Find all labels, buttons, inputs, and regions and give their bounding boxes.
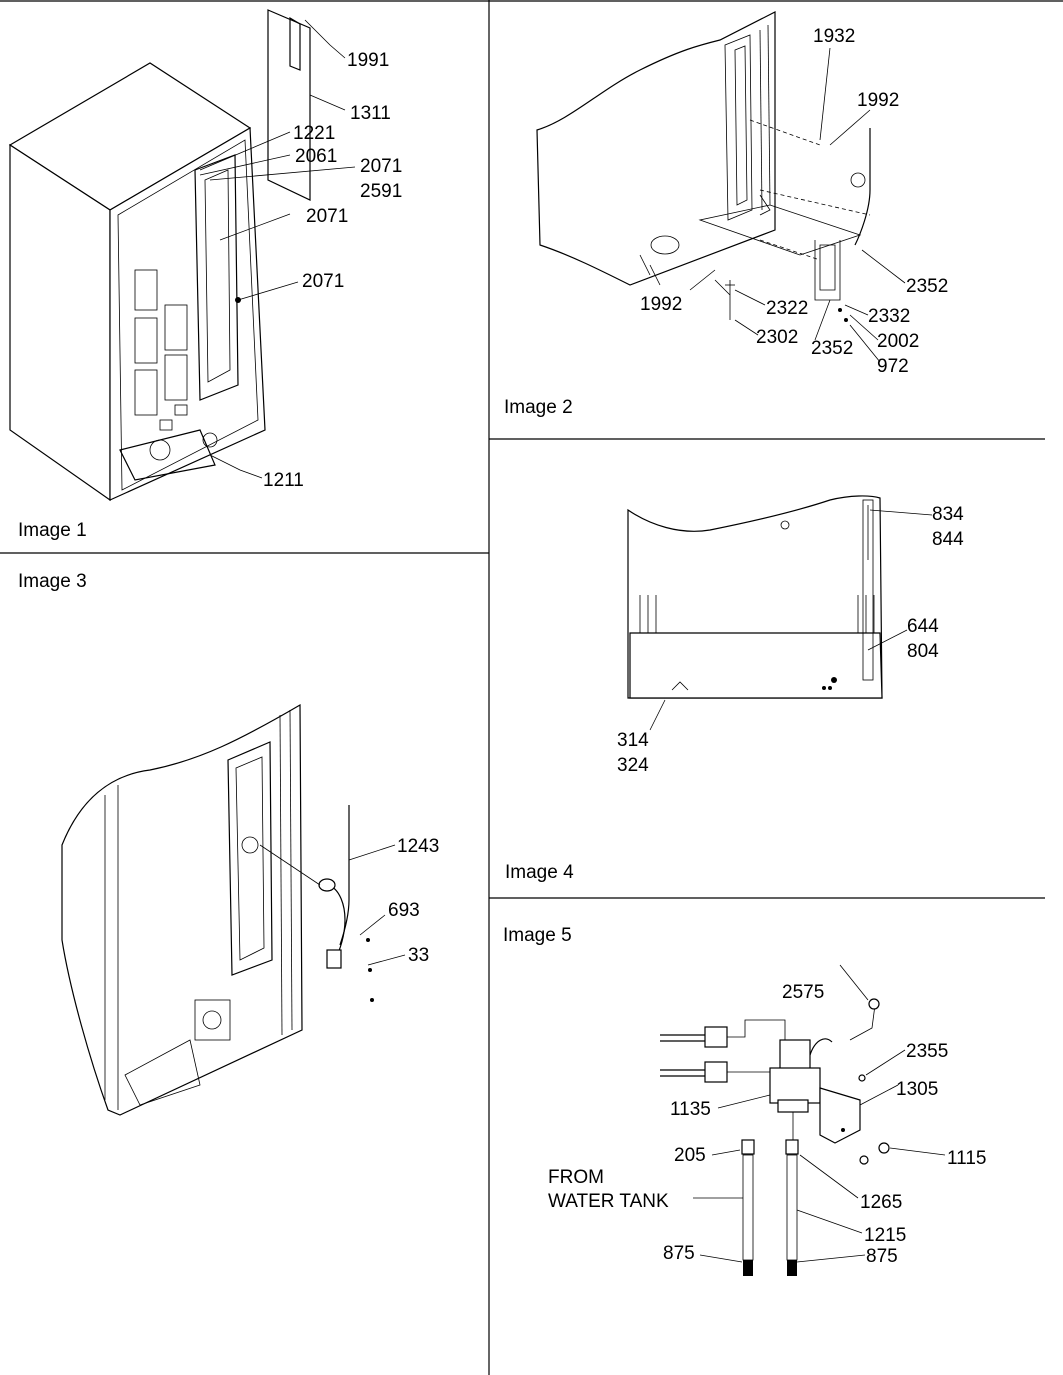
callout-1243: 1243 [397, 836, 439, 857]
callout-33: 33 [408, 945, 429, 966]
image2-panel: 1932 1992 2352 1992 2322 2332 2302 2002 … [504, 11, 948, 418]
callout-2002: 2002 [877, 331, 919, 352]
image4-caption: Image 4 [505, 862, 574, 883]
callout-2071-c: 2071 [302, 271, 344, 292]
callout-1265: 1265 [860, 1192, 902, 1213]
image4-base-drawing [627, 495, 933, 731]
callout-1211: 1211 [263, 470, 304, 491]
callout-2071-a: 2071 [360, 156, 402, 177]
callout-1221: 1221 [293, 123, 335, 144]
callout-1135: 1135 [670, 1099, 711, 1120]
callout-804: 804 [907, 641, 939, 662]
image1-callouts: 1991 1311 1221 2061 2071 2591 2071 2071 … [263, 50, 402, 491]
callout-2322: 2322 [766, 298, 808, 319]
image1-refrigerator-back-drawing [8, 9, 356, 502]
callout-1311: 1311 [350, 103, 391, 124]
callout-2575: 2575 [782, 982, 824, 1003]
callout-205: 205 [674, 1145, 706, 1166]
callout-1992-b: 1992 [640, 294, 682, 315]
image2-lower-back-drawing [536, 11, 906, 363]
callout-1991: 1991 [347, 50, 389, 71]
callout-1932: 1932 [813, 26, 855, 47]
callout-2332: 2332 [868, 306, 910, 327]
image3-caption: Image 3 [18, 571, 87, 592]
image3-callouts: 1243 693 33 [388, 836, 439, 966]
image5-caption: Image 5 [503, 925, 572, 946]
image5-water-valve-drawing [660, 964, 946, 1276]
image5-panel: 2575 2355 1305 1135 1115 205 1265 1215 8… [503, 925, 986, 1276]
callout-844: 844 [932, 529, 964, 550]
image1-caption: Image 1 [18, 520, 87, 541]
callout-2352-a: 2352 [906, 276, 948, 297]
callout-1215: 1215 [864, 1225, 906, 1246]
callout-1992-a: 1992 [857, 90, 899, 111]
from-water-tank-note-line1: FROM [548, 1167, 604, 1188]
callout-1115: 1115 [947, 1148, 986, 1169]
callout-2355: 2355 [906, 1041, 948, 1062]
callout-324: 324 [617, 755, 649, 776]
image1-panel: 1991 1311 1221 2061 2071 2591 2071 2071 … [8, 9, 402, 541]
callout-875-a: 875 [663, 1243, 695, 1264]
callout-1305: 1305 [896, 1079, 938, 1100]
callout-693: 693 [388, 900, 420, 921]
callout-2302: 2302 [756, 327, 798, 348]
callout-2352-b: 2352 [811, 338, 853, 359]
image5-callouts: 2575 2355 1305 1135 1115 205 1265 1215 8… [548, 982, 986, 1267]
callout-2071-b: 2071 [306, 206, 348, 227]
image3-side-back-drawing [61, 703, 406, 1116]
callout-834: 834 [932, 504, 964, 525]
image2-callouts: 1932 1992 2352 1992 2322 2332 2302 2002 … [640, 26, 948, 377]
callout-2061: 2061 [295, 146, 337, 167]
callout-644: 644 [907, 616, 939, 637]
image2-caption: Image 2 [504, 397, 573, 418]
from-water-tank-note-line2: WATER TANK [548, 1191, 669, 1212]
callout-314: 314 [617, 730, 649, 751]
callout-2591: 2591 [360, 181, 402, 202]
image4-callouts: 834 844 644 804 314 324 [617, 504, 964, 776]
image4-panel: 834 844 644 804 314 324 Image 4 [505, 495, 964, 883]
callout-875-b: 875 [866, 1246, 898, 1267]
image3-panel: 1243 693 33 Image 3 [18, 571, 439, 1116]
callout-972: 972 [877, 356, 909, 377]
